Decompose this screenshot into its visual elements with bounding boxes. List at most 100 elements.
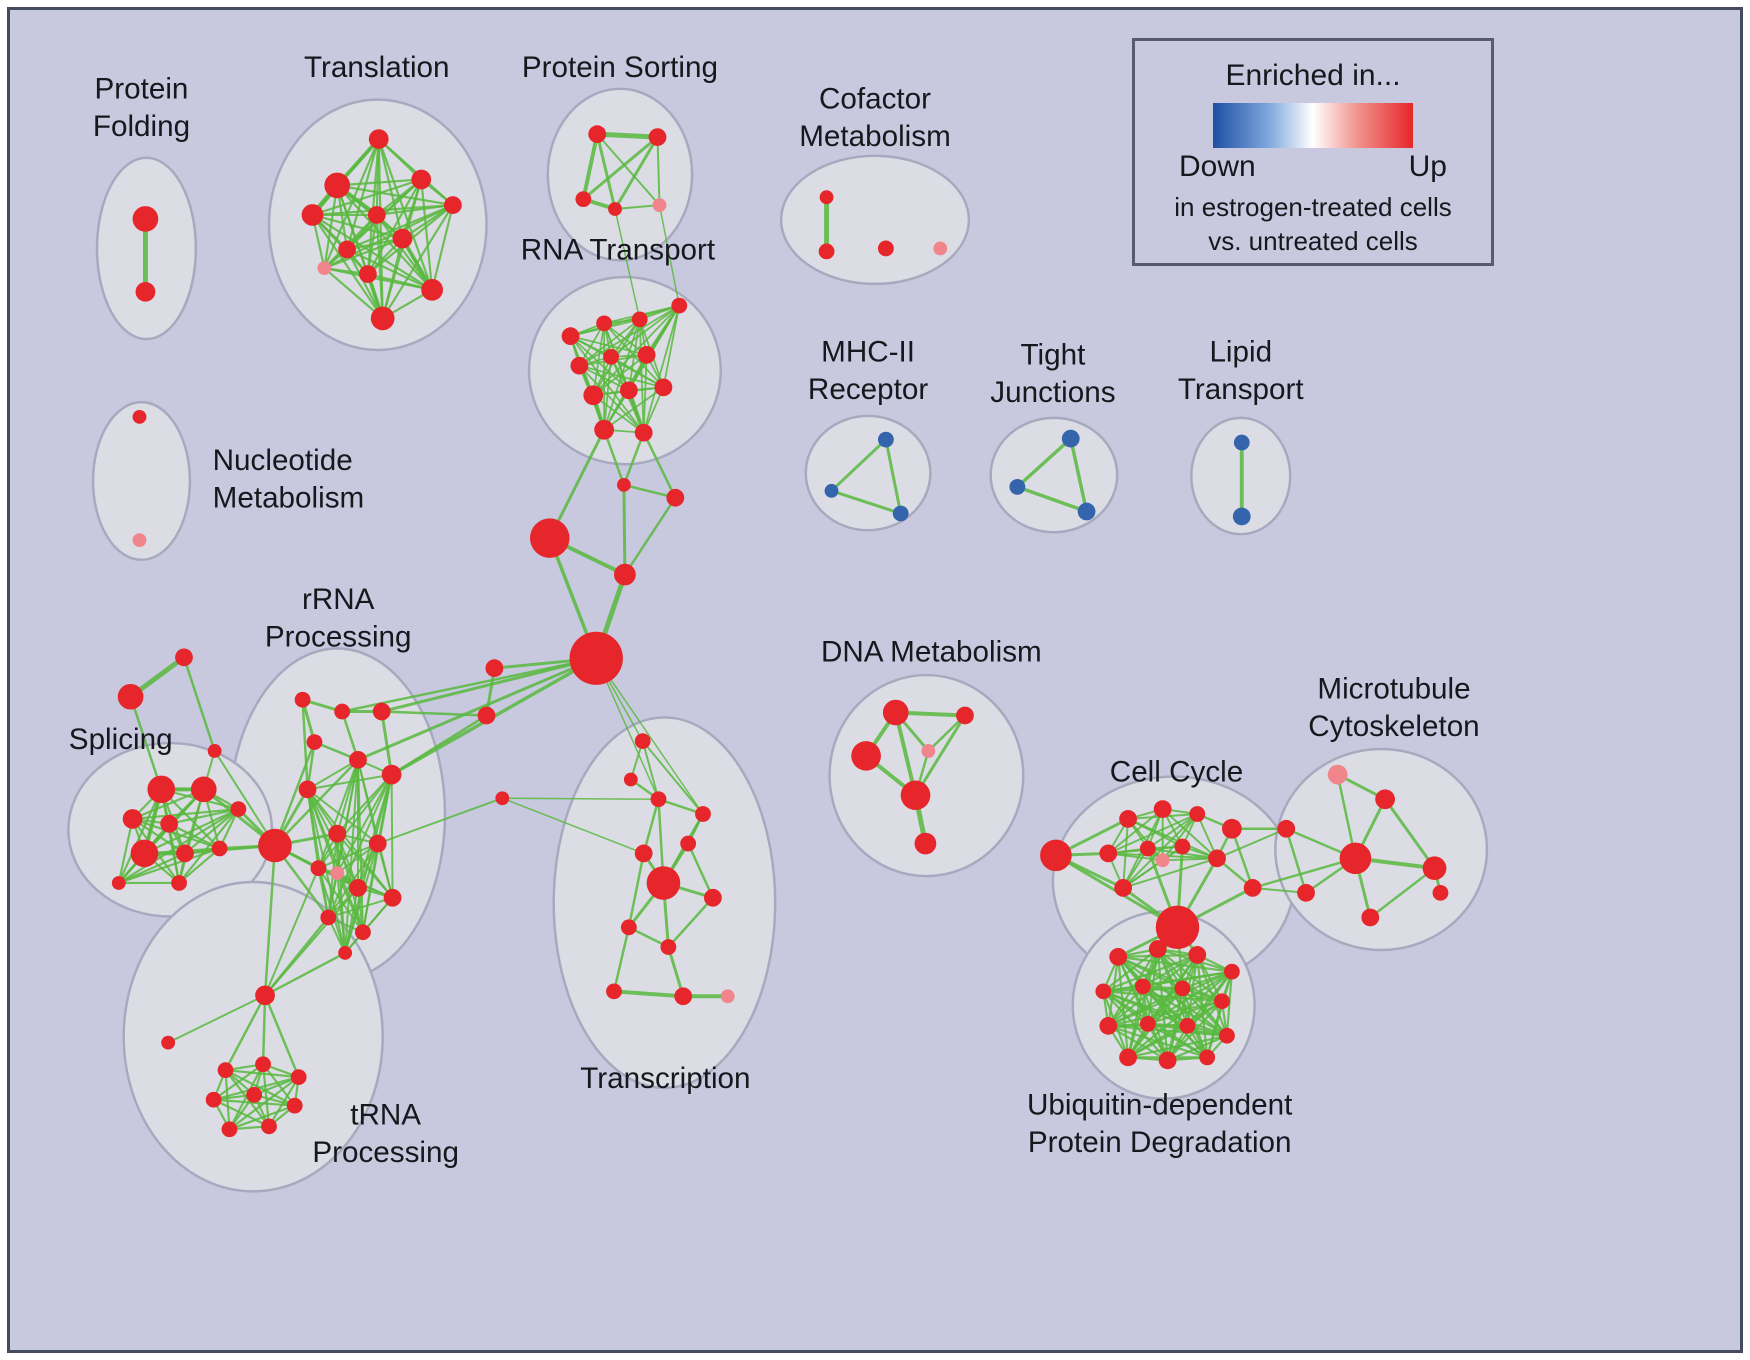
network-node-u4 (1223, 963, 1240, 980)
network-edge (610, 304, 681, 358)
network-edge (1015, 485, 1089, 514)
network-edge (884, 438, 903, 515)
network-node-m8 (1432, 884, 1449, 901)
network-node-x11 (606, 983, 622, 1000)
network-node-m3 (1277, 819, 1296, 838)
network-node-b2 (255, 1056, 271, 1073)
network-node-t12 (370, 306, 395, 331)
network-edge (1069, 436, 1089, 514)
cluster-label-translation: Translation (304, 51, 450, 84)
network-node-pf1 (132, 206, 159, 232)
network-edge (686, 842, 715, 899)
network-edge (1102, 947, 1159, 993)
network-edge (581, 135, 659, 201)
network-edge (311, 213, 434, 291)
network-node-u7 (1174, 980, 1191, 997)
network-edge (1141, 970, 1233, 988)
network-edge (1216, 827, 1288, 860)
network-node-ps4 (608, 202, 622, 216)
network-edge (117, 852, 187, 885)
network-node-rt3 (631, 311, 648, 328)
network-edge (1107, 1000, 1224, 1027)
network-node-b1 (217, 1062, 234, 1079)
legend-subtitle-line2: vs. untreated cells (1208, 226, 1418, 256)
network-node-pf2 (135, 281, 156, 302)
network-edge (578, 364, 630, 392)
cluster-label-cell-cycle: Cell Cycle (1110, 756, 1243, 789)
network-edge (612, 926, 631, 993)
network-node-d2 (956, 706, 974, 725)
network-edge (1146, 1022, 1209, 1059)
network-node-d3 (851, 741, 881, 771)
network-node-d1 (882, 699, 909, 726)
network-node-rt11 (594, 419, 615, 440)
network-edge (375, 213, 384, 320)
network-edge (380, 656, 598, 714)
network-edge (596, 133, 661, 207)
network-edge (1126, 1024, 1189, 1059)
network-node-c2 (616, 478, 631, 492)
network-edge (356, 656, 598, 762)
network-edge (117, 817, 134, 885)
network-edge (336, 832, 394, 899)
network-node-r6 (381, 764, 402, 785)
network-node-r9 (328, 824, 347, 843)
cluster-ellipse-mhc-ii-receptor (804, 414, 932, 532)
network-node-s1 (147, 775, 176, 804)
network-edge (830, 438, 888, 493)
network-node-r7 (298, 780, 317, 799)
network-edge (376, 842, 394, 899)
network-node-rt5 (570, 356, 589, 375)
network-edge (1126, 953, 1199, 1059)
network-node-x13 (720, 989, 735, 1004)
network-edge (1107, 813, 1199, 855)
network-node-s2 (190, 776, 217, 803)
network-node-tpl (161, 1035, 176, 1050)
network-node-cm3 (877, 240, 894, 257)
network-edge (614, 208, 641, 321)
network-node-x3 (650, 791, 667, 808)
network-node-cc3 (1153, 800, 1172, 818)
network-node-c7 (477, 706, 496, 725)
network-node-rt7 (637, 345, 656, 364)
network-edge (263, 994, 300, 1079)
network-node-r8 (258, 828, 292, 863)
network-edge (1206, 1000, 1224, 1059)
network-node-c1 (666, 488, 685, 507)
network-edge (1015, 436, 1073, 489)
network-edge (614, 204, 661, 211)
network-edge (578, 304, 681, 367)
network-node-r1 (294, 691, 311, 708)
network-node-cc4 (1189, 806, 1206, 822)
network-node-cc7 (1139, 840, 1156, 857)
network-edge (914, 713, 967, 797)
network-node-mh3 (892, 505, 909, 522)
network-node-r12 (349, 879, 367, 897)
network-edge (578, 318, 641, 367)
network-edge (656, 136, 661, 207)
network-node-b6 (286, 1097, 303, 1114)
network-node-s8 (211, 840, 228, 857)
network-node-m2 (1375, 789, 1395, 810)
network-node-r13 (383, 888, 402, 907)
network-edge (346, 248, 434, 291)
network-node-x2 (623, 772, 638, 787)
network-node-rt6 (603, 348, 619, 365)
network-edge (1126, 1034, 1229, 1059)
network-node-m6 (1297, 883, 1315, 902)
network-edge (594, 131, 660, 140)
network-node-cc2 (1119, 810, 1137, 828)
network-edge (662, 304, 681, 389)
network-edge (613, 135, 659, 211)
network-node-cc5 (1221, 818, 1242, 839)
network-node-b8 (261, 1118, 277, 1135)
network-node-r5 (349, 750, 367, 769)
network-node-b3 (290, 1069, 307, 1085)
network-edge (327, 896, 394, 919)
network-edge (224, 1069, 300, 1079)
network-node-x5 (634, 844, 653, 863)
network-edge (645, 304, 681, 357)
network-edge (578, 364, 645, 434)
network-edge (1161, 857, 1219, 862)
